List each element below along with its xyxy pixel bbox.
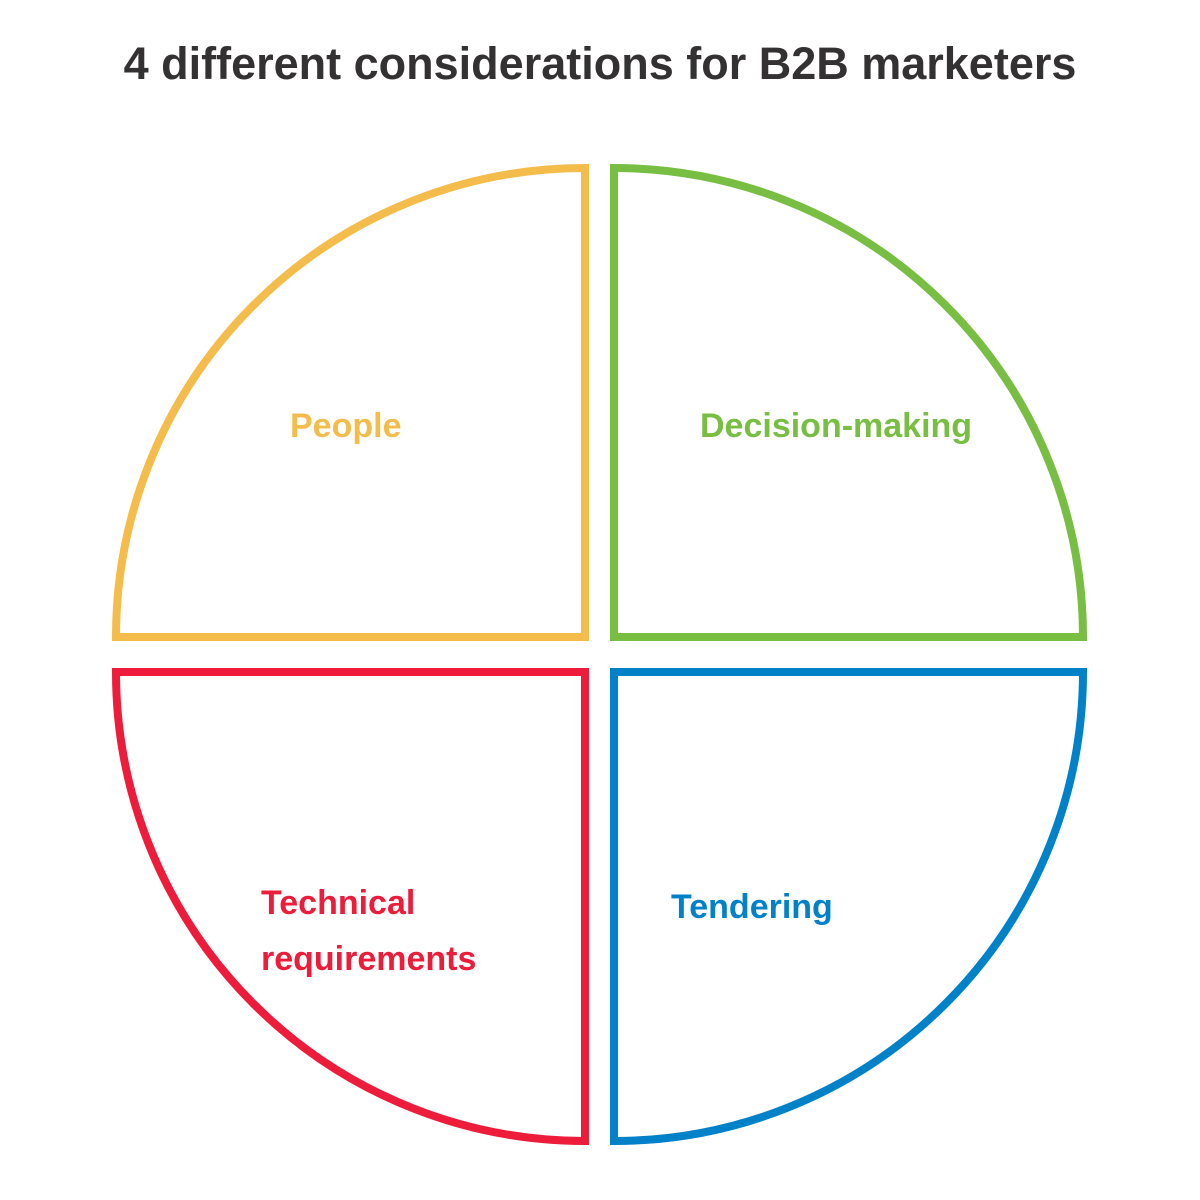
label-tendering: Tendering [671, 888, 833, 926]
label-decision-making: Decision-making [700, 407, 973, 445]
diagram-title: 4 different considerations for B2B marke… [123, 38, 1077, 89]
quadrant-tendering [610, 668, 1088, 1146]
quadrant-technical-requirements [111, 668, 589, 1146]
label-technical-requirements: Technical requirements [261, 884, 477, 978]
quadrant-people [111, 163, 589, 641]
label-people: People [290, 407, 402, 445]
quadrant-decision-making [610, 163, 1088, 641]
